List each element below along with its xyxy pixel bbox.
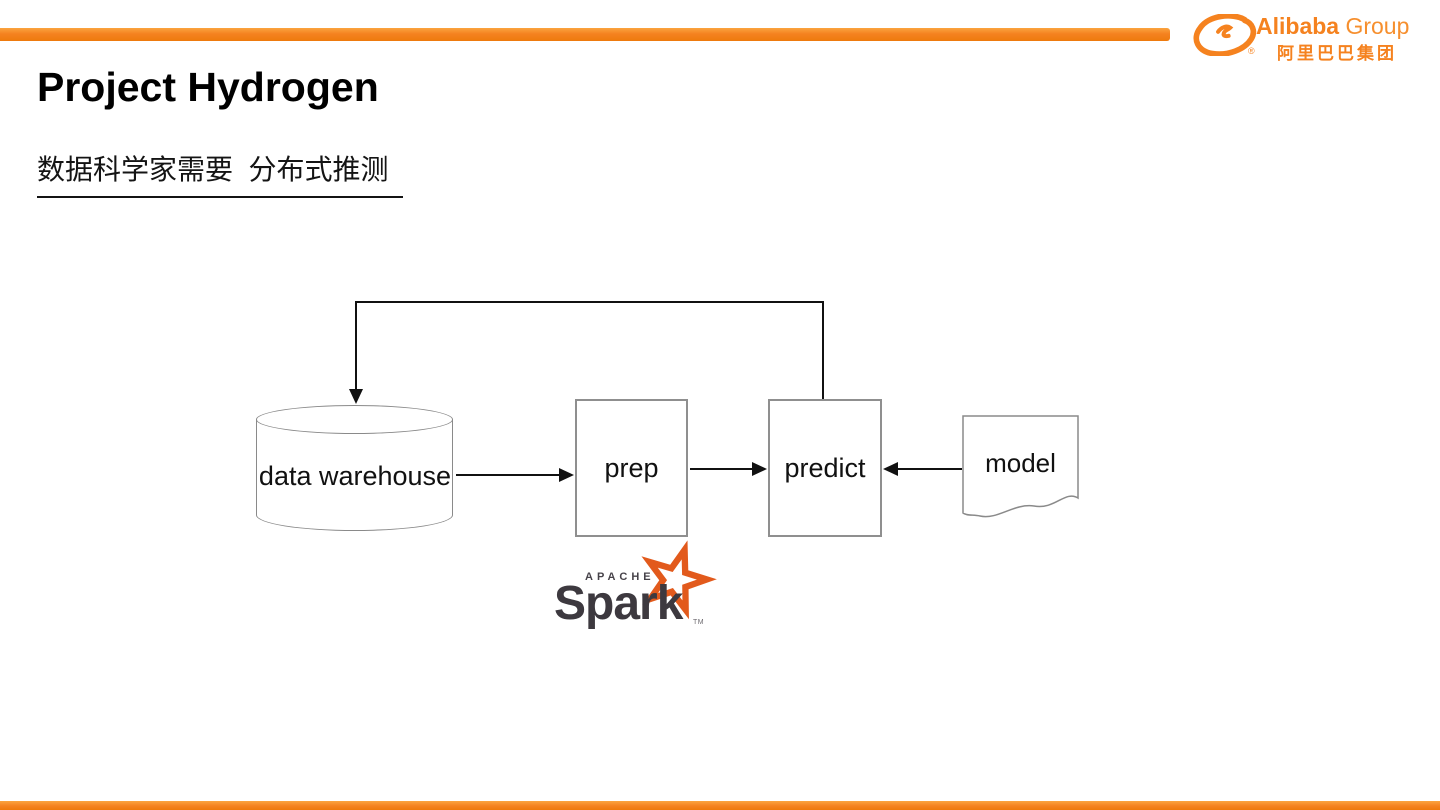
prep-label: prep <box>604 452 659 483</box>
model-node: model <box>962 415 1079 521</box>
data-warehouse-label: data warehouse <box>258 461 452 491</box>
arrow-prep-to-predict <box>690 462 767 476</box>
model-label: model <box>985 448 1056 478</box>
slide-subtitle: 数据科学家需要 分布式推测 <box>37 148 403 198</box>
prep-node: prep <box>575 399 688 537</box>
top-accent-bar <box>0 28 1170 41</box>
alibaba-face-icon <box>1193 14 1257 56</box>
cylinder-top <box>256 405 453 434</box>
registered-mark: ® <box>1248 46 1255 56</box>
arrow-warehouse-to-prep <box>456 468 574 482</box>
brand-suffix: Group <box>1345 13 1410 39</box>
feedback-arrow-predict-to-warehouse <box>349 301 824 404</box>
slide-title: Project Hydrogen <box>37 64 379 110</box>
cylinder-body <box>256 419 453 531</box>
predict-label: predict <box>784 452 866 483</box>
spark-star-icon <box>641 540 717 620</box>
arrow-model-to-predict <box>883 462 962 476</box>
bottom-accent-bar <box>0 801 1440 810</box>
spark-wordmark: Spark <box>554 577 683 630</box>
brand-name: Alibaba <box>1256 13 1340 39</box>
predict-node: predict <box>768 399 882 537</box>
brand-chinese: 阿里巴巴集团 <box>1277 44 1397 63</box>
apache-label: APACHE <box>585 571 655 583</box>
trademark-label: TM <box>693 619 705 626</box>
brand-wordmark: Alibaba Group <box>1256 13 1409 40</box>
alibaba-logo: ® Alibaba Group 阿里巴巴集团 <box>1188 6 1432 63</box>
data-warehouse-node: data warehouse <box>256 405 454 533</box>
apache-spark-logo: APACHE Spark TM <box>548 540 728 635</box>
document-shape <box>962 415 1079 518</box>
